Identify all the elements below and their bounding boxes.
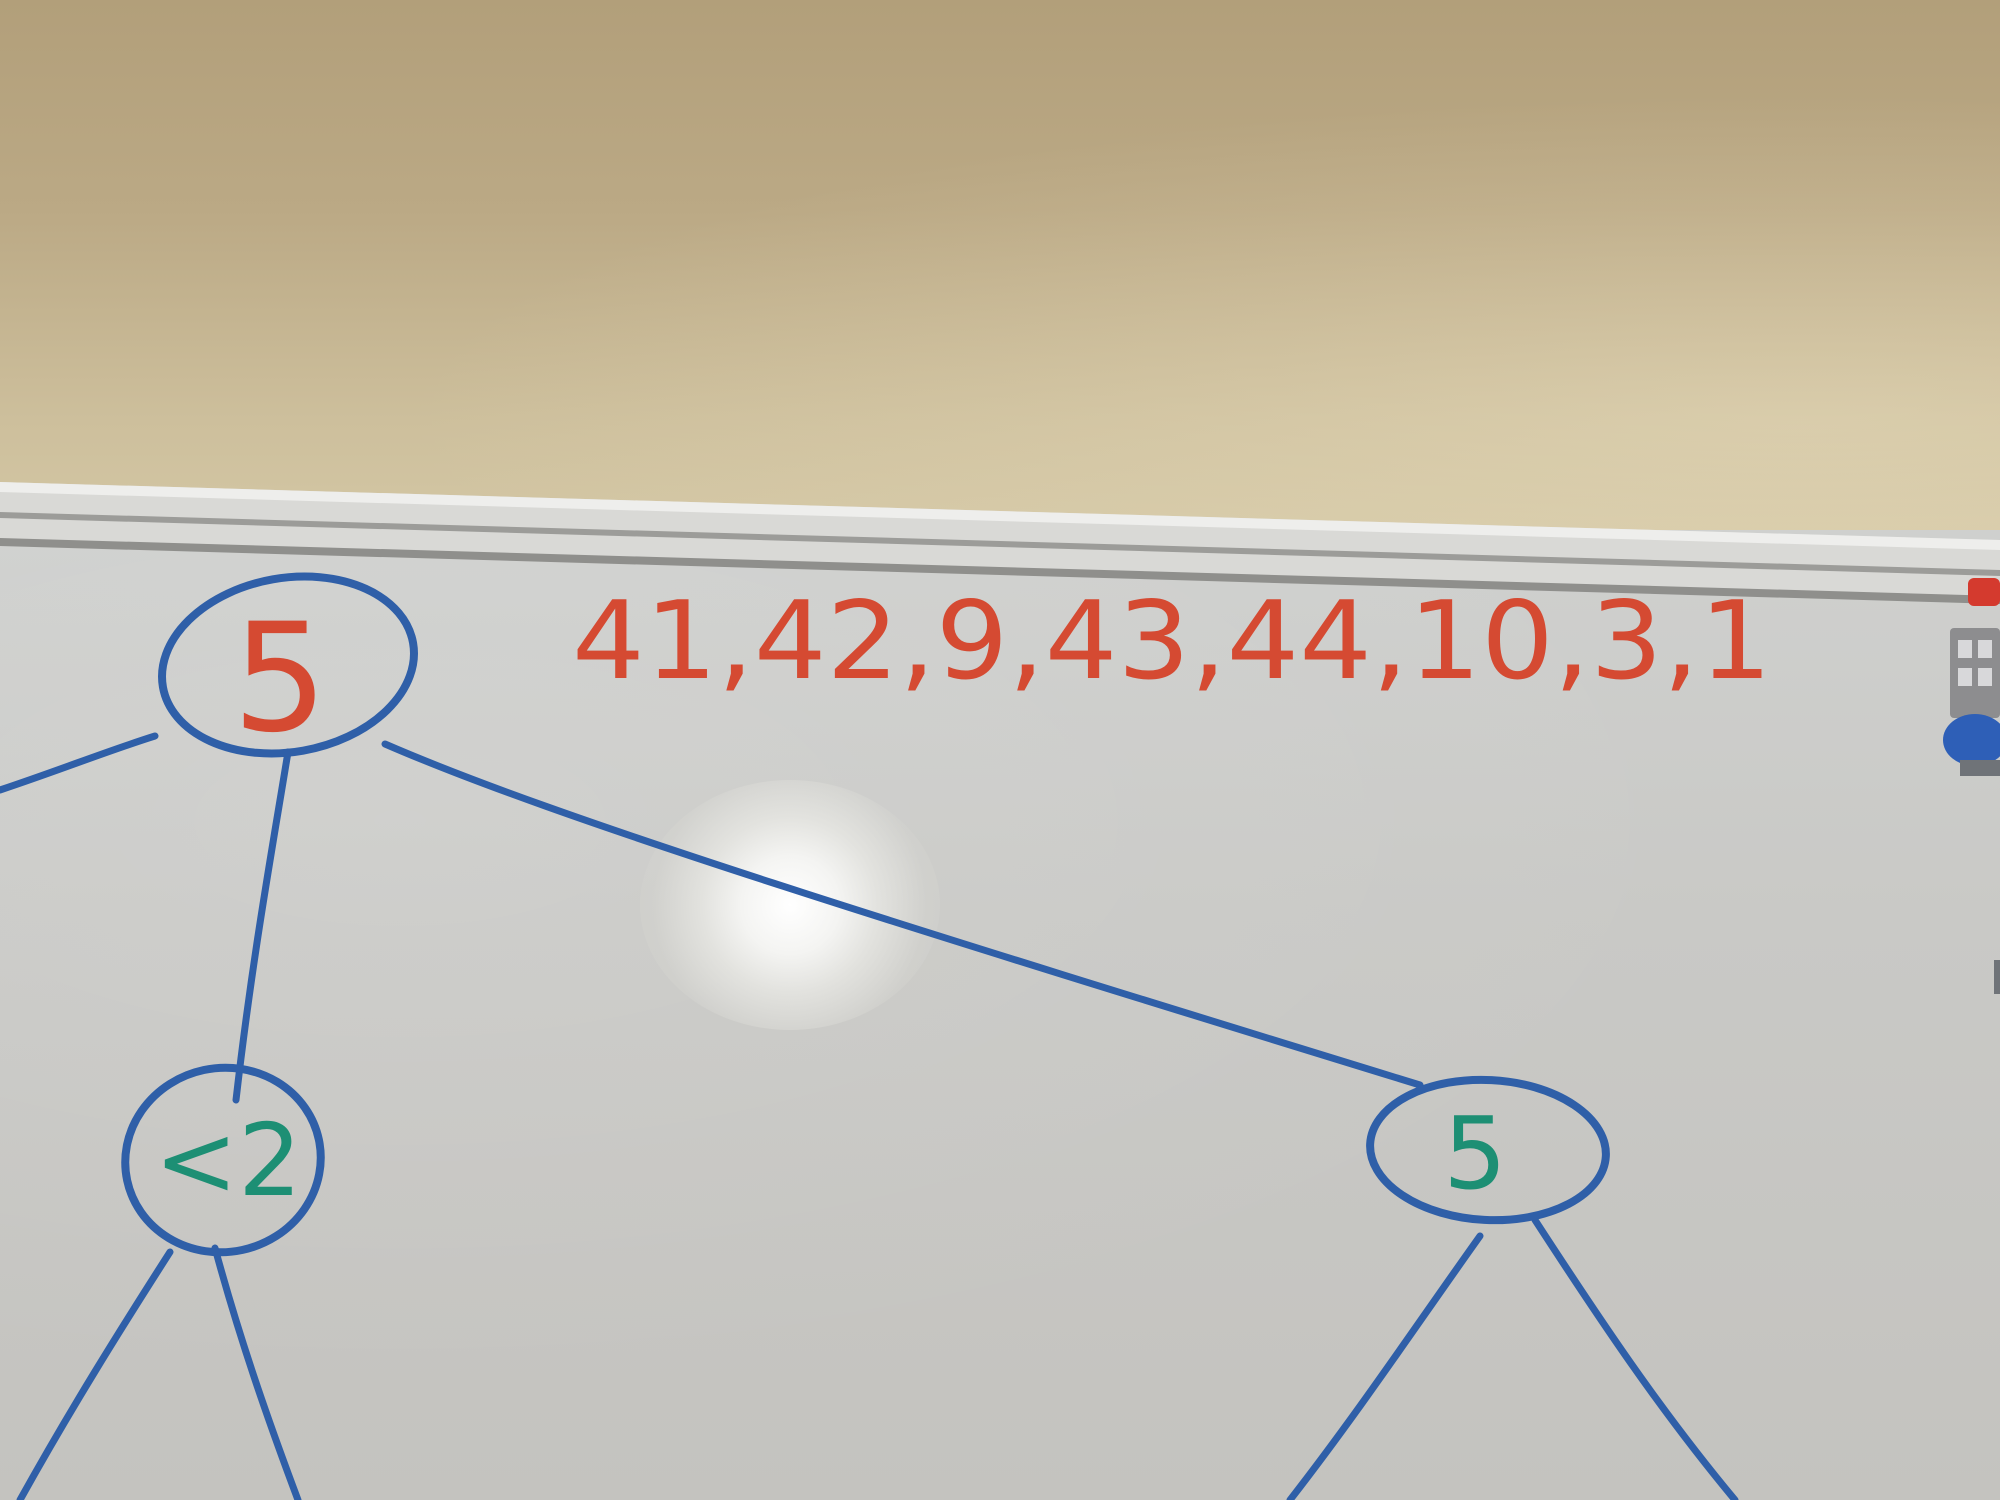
edge-root-to-left-child xyxy=(232,748,292,1104)
left-child-node-circle xyxy=(121,1063,325,1257)
root-node-circle xyxy=(158,572,418,758)
edge-right-child-down-right xyxy=(1531,1216,1739,1500)
tree-edges xyxy=(0,732,1739,1500)
number-sequence: 41,42,9,43,44,10,3,1 xyxy=(572,579,1772,704)
edge-root-to-right-child xyxy=(381,740,1424,1089)
right-child-node-label: 5 xyxy=(1443,1095,1507,1212)
right-child-node-circle xyxy=(1366,1075,1610,1225)
edge-left-child-down-left xyxy=(16,1248,174,1500)
edge-left-child-down-right xyxy=(211,1244,302,1500)
light-glare xyxy=(640,780,940,1030)
edge-root-left-offscreen xyxy=(0,732,159,794)
red-magnetic-clip-icon xyxy=(1943,578,2000,994)
whiteboard-surface xyxy=(0,530,2000,1500)
tree-nodes xyxy=(121,572,1610,1257)
whiteboard-tint xyxy=(0,530,2000,1500)
left-child-node-label: <2 xyxy=(154,1102,301,1219)
whiteboard-rail xyxy=(0,482,2000,604)
root-node-label: 5 xyxy=(232,592,327,766)
edge-right-child-down-left xyxy=(1286,1232,1484,1500)
